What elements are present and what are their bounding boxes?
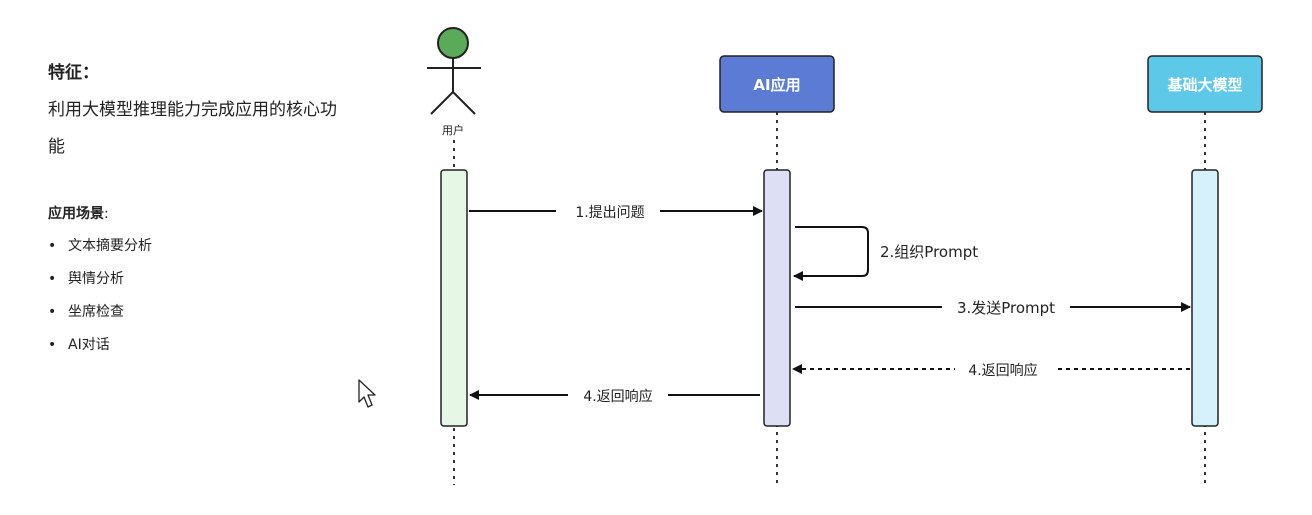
message-5-label: 4.返回响应 — [583, 388, 652, 405]
message-4-return-label: 4.返回响应 — [968, 362, 1037, 379]
actor-label: 用户 — [442, 123, 464, 137]
message-3-label: 3.发送Prompt — [957, 299, 1055, 317]
feature-title: 特征： — [48, 63, 99, 83]
user-actor-icon — [427, 27, 481, 115]
participant-model-label: 基础大模型 — [1166, 76, 1242, 94]
bullet: • — [48, 238, 57, 254]
feature-description: 利用大模型推理能力完成应用的核心功能 — [48, 100, 337, 157]
participant-model-box — [1147, 55, 1263, 113]
activation-user — [440, 169, 468, 427]
scenario-label: AI对话 — [68, 337, 110, 353]
bullet: • — [48, 304, 57, 320]
scenario-colon: : — [104, 206, 109, 222]
scenario-title: 应用场景: — [48, 203, 109, 223]
scenario-title-text: 应用场景 — [48, 206, 104, 222]
list-item: • AI对话 — [48, 329, 152, 362]
actor-head — [437, 27, 469, 59]
message-1-label: 1.提出问题 — [575, 205, 644, 221]
activation-model — [1191, 169, 1219, 427]
bullet: • — [48, 271, 57, 287]
scenario-label: 舆情分析 — [68, 271, 124, 287]
list-item: • 舆情分析 — [48, 263, 152, 296]
list-item: • 文本摘要分析 — [48, 230, 152, 263]
message-2-arrow — [793, 226, 869, 281]
participant-ai-app-box — [719, 55, 835, 113]
participant-ai-app-label: AI应用 — [753, 76, 800, 94]
bullet: • — [48, 337, 57, 353]
list-item: • 坐席检查 — [48, 296, 152, 329]
scenario-list: • 文本摘要分析 • 舆情分析 • 坐席检查 • AI对话 — [48, 230, 152, 362]
scenario-label: 文本摘要分析 — [68, 238, 152, 254]
activation-app — [763, 169, 791, 427]
scenario-label: 坐席检查 — [68, 304, 124, 320]
mouse-cursor-icon — [358, 379, 376, 408]
message-2-label: 2.组织Prompt — [880, 243, 978, 261]
